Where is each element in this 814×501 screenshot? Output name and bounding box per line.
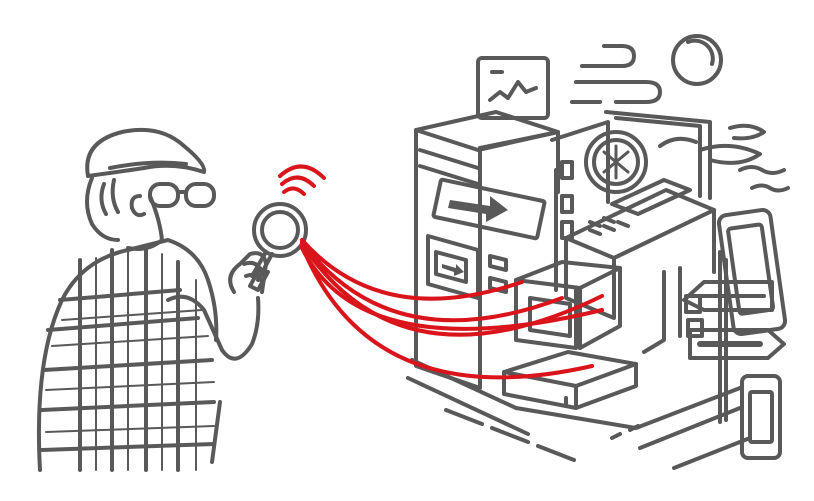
street-ground — [406, 358, 752, 470]
wireless-signal-icon — [278, 164, 326, 196]
desktop-computer-icon — [502, 260, 638, 410]
atm-machine-icon — [564, 110, 716, 354]
magnifying-glass-icon — [248, 202, 308, 292]
wind-lines — [738, 165, 790, 193]
sun-icon — [671, 34, 723, 86]
smartphone-icon — [740, 374, 782, 460]
building-icon — [550, 120, 610, 292]
cloud-icon — [570, 44, 662, 104]
connection-lines — [300, 238, 604, 380]
cloud-icon — [658, 123, 766, 165]
elderly-man-with-magnifier-icon — [36, 127, 268, 472]
